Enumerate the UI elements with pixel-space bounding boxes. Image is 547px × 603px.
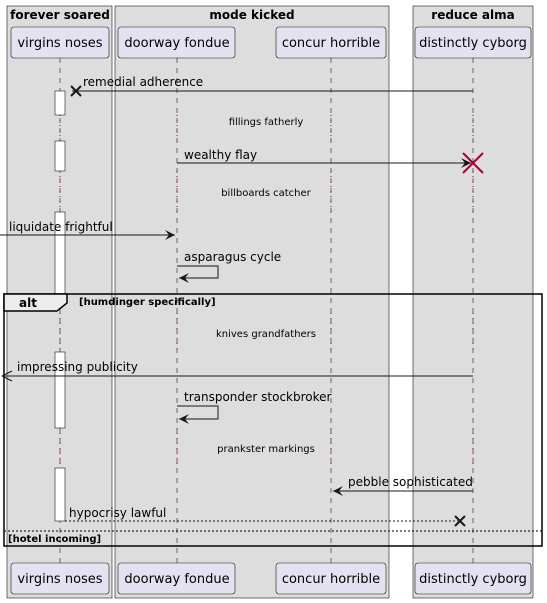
message-label-wealthy-flay: wealthy flay xyxy=(184,148,257,162)
participant-head-virgins-noses xyxy=(10,26,110,59)
arrowhead-icon xyxy=(179,414,189,424)
arrowhead-icon xyxy=(1,370,13,382)
alt-frame-tab xyxy=(3,293,68,312)
message-label-transponder-stockbroker: transponder stockbroker xyxy=(184,390,332,404)
arrowhead-icon xyxy=(333,486,343,496)
destroy-x-icon xyxy=(70,85,82,97)
alt-guard: [humdinger specifically] xyxy=(79,297,216,308)
alt-keyword: alt xyxy=(19,296,37,310)
box-title-forever-soared: forever soared xyxy=(10,8,110,22)
activation-bar xyxy=(54,90,66,116)
participant-label-doorway-fondue: doorway fondue xyxy=(124,36,229,51)
arrowhead-icon xyxy=(165,230,175,240)
participant-foot-doorway-fondue xyxy=(117,562,236,595)
divider-prankster-markings: prankster markings xyxy=(217,444,315,455)
message-arrow-asparagus-cycle xyxy=(177,265,219,279)
participant-foot-distinctly-cyborg xyxy=(414,562,532,595)
divider-dots xyxy=(59,115,474,468)
participant-head-distinctly-cyborg xyxy=(414,26,532,59)
divider-fillings-fatherly: fillings fatherly xyxy=(229,117,304,128)
activation-bar xyxy=(54,140,66,172)
activation-bar xyxy=(54,467,66,522)
message-label-hypocrisy-lawful: hypocrisy lawful xyxy=(69,506,166,520)
participant-label-distinctly-cyborg: distinctly cyborg xyxy=(419,36,527,51)
message-label-remedial-adherence: remedial adherence xyxy=(83,75,203,89)
participant-head-concur-horrible xyxy=(275,26,387,59)
message-label-pebble-sophisticated: pebble sophisticated xyxy=(348,475,473,489)
participant-foot-virgins-noses xyxy=(10,562,110,595)
divider-knives-grandfathers: knives grandfathers xyxy=(216,329,316,340)
participant-label-virgins-noses: virgins noses xyxy=(17,36,102,51)
alt-frame xyxy=(3,293,543,547)
participant-foot-label-virgins-noses: virgins noses xyxy=(17,572,102,587)
arrowhead-icon xyxy=(461,158,471,168)
participant-foot-label-distinctly-cyborg: distinctly cyborg xyxy=(419,572,527,587)
message-label-impressing-publicity: impressing publicity xyxy=(17,360,138,374)
box-title-mode-kicked: mode kicked xyxy=(209,8,294,22)
message-label-asparagus-cycle: asparagus cycle xyxy=(184,250,281,264)
divider-billboards-catcher: billboards catcher xyxy=(221,188,311,199)
participant-foot-label-concur-horrible: concur horrible xyxy=(282,572,380,587)
box-mode-kicked xyxy=(114,5,390,599)
destroy-x-icon xyxy=(454,515,466,527)
else-guard: [hotel incoming] xyxy=(8,534,101,545)
message-label-liquidate-frightful: liquidate frightful xyxy=(9,220,113,234)
box-title-reduce-alma: reduce alma xyxy=(431,8,514,22)
destroy-x-icon xyxy=(462,152,484,174)
participant-foot-concur-horrible xyxy=(275,562,387,595)
arrowhead-icon xyxy=(179,273,189,283)
participant-foot-label-doorway-fondue: doorway fondue xyxy=(124,572,229,587)
participant-head-doorway-fondue xyxy=(117,26,236,59)
message-arrow-transponder-stockbroker xyxy=(177,405,219,420)
participant-label-concur-horrible: concur horrible xyxy=(282,36,380,51)
